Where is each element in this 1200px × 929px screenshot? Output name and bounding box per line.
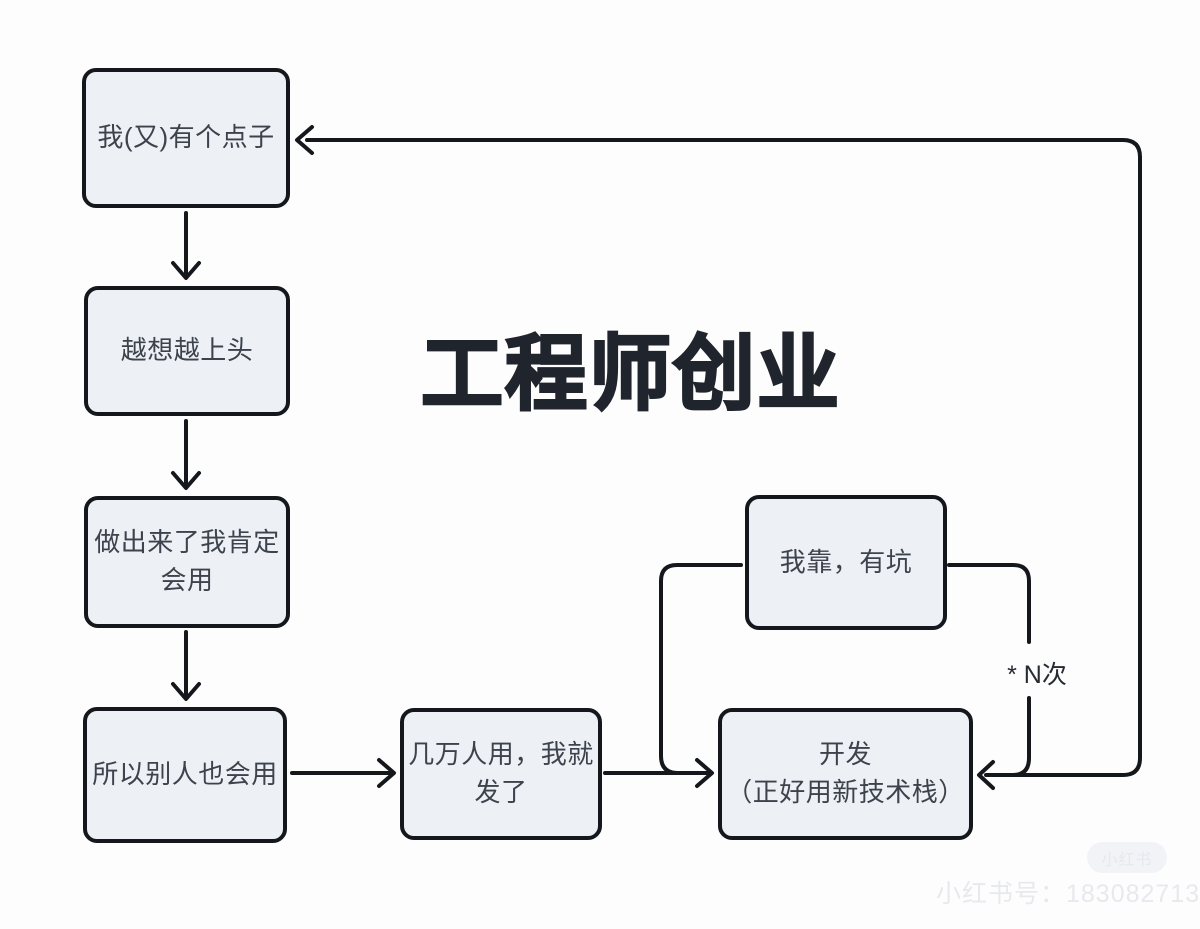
arrow-willuse-to-otherswilluse [171,630,201,701]
arrow-hooked-to-willuse [171,419,201,490]
arrow-develop-to-idea-loop [295,125,1142,777]
arrow-otherswilluse-to-rich [290,758,396,788]
flow-node-will-use: 做出来了我肯定 会用 [84,496,290,628]
flow-node-idea: 我(又)有个点子 [82,68,290,208]
diagram-title: 工程师创业 [420,327,841,421]
xiaohongshu-account-watermark: 小红书号：183082713 [936,880,1200,908]
arrow-pitfall-to-develop-bottom [1011,696,1031,777]
edge-develop-to-pitfall [659,563,743,775]
flow-node-develop: 开发 （正好用新技术栈） [718,708,973,840]
edge-pitfall-to-develop-top [947,563,1031,644]
flow-node-others-will-use: 所以别人也会用 [83,707,287,843]
loop-count-label: * N次 [1007,661,1067,689]
xiaohongshu-logo-badge: 小红书 [1087,842,1167,873]
arrow-idea-to-hooked [171,211,201,280]
flow-node-hooked: 越想越上头 [84,286,290,416]
flow-node-pitfall: 我靠，有坑 [745,495,947,630]
flow-node-get-rich: 几万人用，我就 发了 [400,708,602,840]
arrowhead-into-develop [977,760,995,790]
